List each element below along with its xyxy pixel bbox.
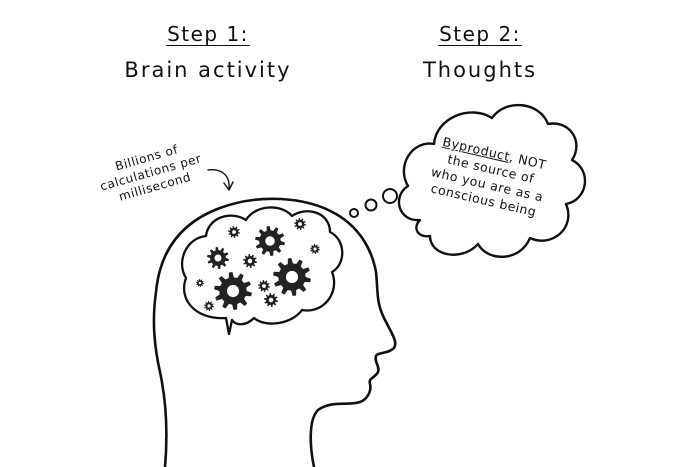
step-1: Step 1: Brain activity — [118, 24, 298, 82]
curved-arrow-icon — [207, 169, 230, 189]
gear-hole — [285, 270, 299, 284]
gear-hole — [232, 230, 236, 234]
thought-bubble-medium — [364, 198, 378, 212]
arrow-head-icon — [223, 181, 234, 191]
gear-hole — [268, 297, 274, 303]
gear-hole — [198, 281, 202, 285]
gear-hole — [313, 247, 317, 251]
gear-hole — [226, 284, 240, 298]
step-2: Step 2: Thoughts — [395, 24, 565, 82]
gear-hole — [207, 304, 211, 308]
gears-group — [196, 218, 320, 311]
thought-bubble-small — [349, 208, 359, 218]
step-1-title: Brain activity — [124, 58, 292, 82]
thought-bubble-large — [382, 188, 398, 204]
gear-hole — [247, 258, 253, 264]
gear-hole — [265, 236, 275, 246]
gear-hole — [214, 254, 222, 262]
gear-hole — [262, 284, 266, 288]
step-1-label: Step 1: — [166, 22, 250, 46]
step-2-label: Step 2: — [438, 22, 522, 46]
step-2-title: Thoughts — [422, 58, 538, 82]
thought-cloud — [397, 103, 587, 259]
brain-cloud — [181, 206, 344, 336]
gear-hole — [298, 222, 302, 226]
head-silhouette — [152, 197, 397, 467]
